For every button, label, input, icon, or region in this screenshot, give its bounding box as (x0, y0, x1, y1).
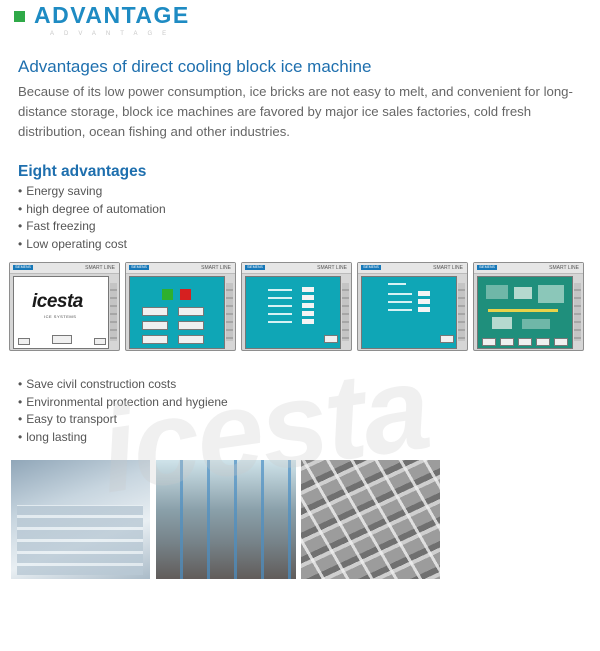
section-title: Advantages of direct cooling block ice m… (18, 57, 372, 76)
smart-line-label: SMART LINE (549, 265, 579, 271)
icesta-logo-sub: ICE SYSTEMS (44, 314, 77, 319)
green-indicator (162, 289, 173, 300)
list-item: Environmental protection and hygiene (18, 394, 227, 412)
siemens-logo: SIEMENS (13, 265, 33, 270)
icesta-logo: icesta (32, 291, 83, 312)
intro-paragraph: Because of its low power consumption, ic… (18, 84, 573, 139)
page-title: ADVANTAGE (34, 2, 190, 28)
list-item: Energy saving (18, 183, 166, 201)
hmi-panel-5: SIEMENS SMART LINE (473, 262, 584, 351)
page-subtitle: ADVANTAGE (50, 31, 177, 37)
panel-side-keys (458, 283, 465, 341)
siemens-logo: SIEMENS (245, 265, 265, 270)
hmi-screen-menu (129, 276, 225, 349)
panel-side-keys (226, 283, 233, 341)
hmi-screen-settings (361, 276, 457, 349)
advantages-list-2: Save civil construction costs Environmen… (18, 376, 228, 447)
list-item: Fast freezing (18, 218, 166, 236)
siemens-logo: SIEMENS (129, 265, 149, 270)
smart-line-label: SMART LINE (201, 265, 231, 271)
hmi-screen-welcome: icesta ICE SYSTEMS (13, 276, 109, 349)
advantages-list-1: Energy saving high degree of automation … (18, 183, 166, 254)
smart-line-label: SMART LINE (85, 265, 115, 271)
list-item: long lasting (18, 429, 228, 447)
eight-advantages-title: Eight advantages (18, 163, 147, 180)
green-square-icon (14, 11, 25, 22)
hmi-screen-params (245, 276, 341, 349)
photo-ice-machine-frames (156, 460, 296, 579)
hmi-panel-2: SIEMENS SMART LINE (125, 262, 236, 351)
hmi-panel-3: SIEMENS SMART LINE (241, 262, 352, 351)
hmi-screen-overview (477, 276, 573, 349)
red-indicator (180, 289, 191, 300)
smart-line-label: SMART LINE (433, 265, 463, 271)
panel-side-keys (110, 283, 117, 341)
hmi-panels: SIEMENS SMART LINE icesta ICE SYSTEMS SI… (9, 262, 587, 351)
list-item: Save civil construction costs (18, 376, 228, 394)
siemens-logo: SIEMENS (361, 265, 381, 270)
hmi-panel-4: SIEMENS SMART LINE (357, 262, 468, 351)
photo-ice-blocks (11, 460, 150, 579)
list-item: Easy to transport (18, 411, 228, 429)
photo-ice-grid (301, 460, 440, 579)
panel-side-keys (342, 283, 349, 341)
smart-line-label: SMART LINE (317, 265, 347, 271)
list-item: high degree of automation (18, 201, 165, 219)
panel-side-keys (574, 283, 581, 341)
list-item: Low operating cost (18, 236, 166, 254)
siemens-logo: SIEMENS (477, 265, 497, 270)
hmi-panel-1: SIEMENS SMART LINE icesta ICE SYSTEMS (9, 262, 120, 351)
